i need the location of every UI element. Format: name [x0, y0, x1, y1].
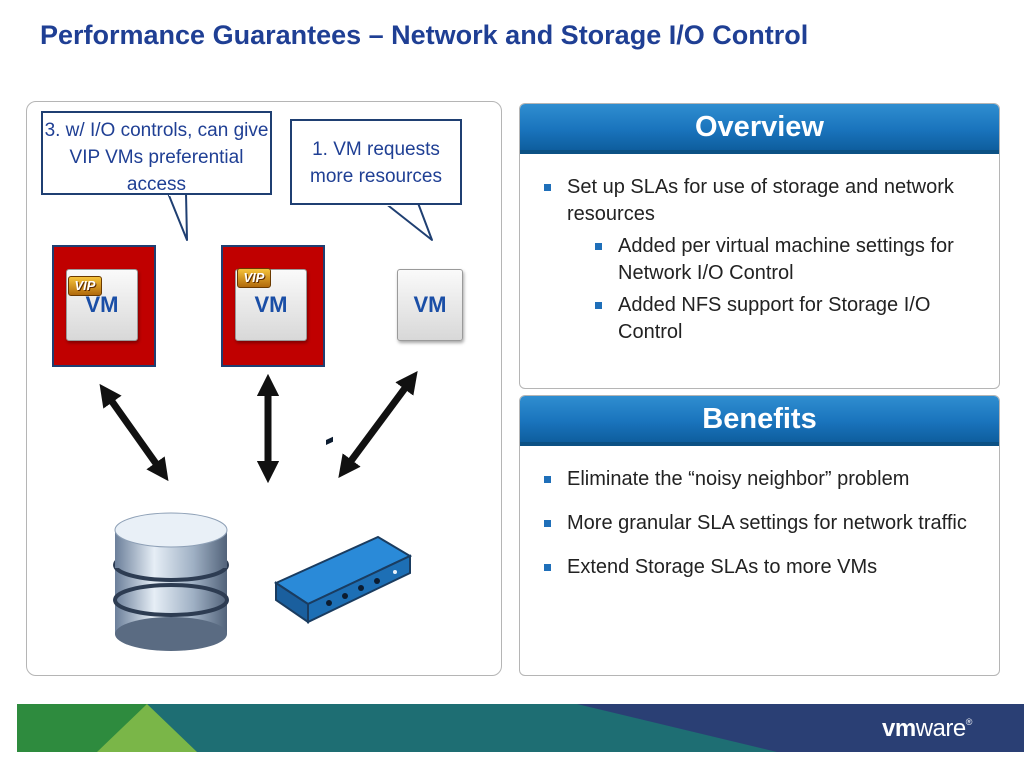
callout-vm-request: 1. VM requests more resources	[290, 119, 462, 205]
list-item: Added NFS support for Storage I/O Contro…	[593, 292, 983, 346]
list-item: Added per virtual machine settings for N…	[593, 233, 983, 287]
vm-label: VM	[254, 292, 288, 317]
overview-list: Set up SLAs for use of storage and netwo…	[520, 154, 999, 346]
vm-icon: VM	[66, 269, 138, 341]
benefits-list: Eliminate the “noisy neighbor” problem M…	[520, 446, 999, 581]
benefits-heading: Benefits	[520, 396, 999, 446]
vip-badge-icon: VIP	[237, 268, 271, 288]
callout-vip-access: 3. w/ I/O controls, can give VIP VMs pre…	[41, 111, 272, 195]
list-item: Set up SLAs for use of storage and netwo…	[542, 174, 983, 228]
vip-badge-icon: VIP	[68, 276, 102, 296]
vm-label: VM	[85, 292, 119, 317]
overview-panel: Overview Set up SLAs for use of storage …	[519, 103, 1000, 389]
list-item: More granular SLA settings for network t…	[542, 510, 983, 537]
vm-label: VM	[413, 292, 447, 317]
benefits-panel: Benefits Eliminate the “noisy neighbor” …	[519, 395, 1000, 676]
list-item: Eliminate the “noisy neighbor” problem	[542, 466, 983, 493]
footer-band	[17, 704, 1024, 752]
list-item: Extend Storage SLAs to more VMs	[542, 554, 983, 581]
vmware-logo: vmware®	[882, 715, 972, 742]
slide-title: Performance Guarantees – Network and Sto…	[40, 20, 809, 50]
vm-icon: VM	[397, 269, 463, 341]
overview-heading: Overview	[520, 104, 999, 154]
